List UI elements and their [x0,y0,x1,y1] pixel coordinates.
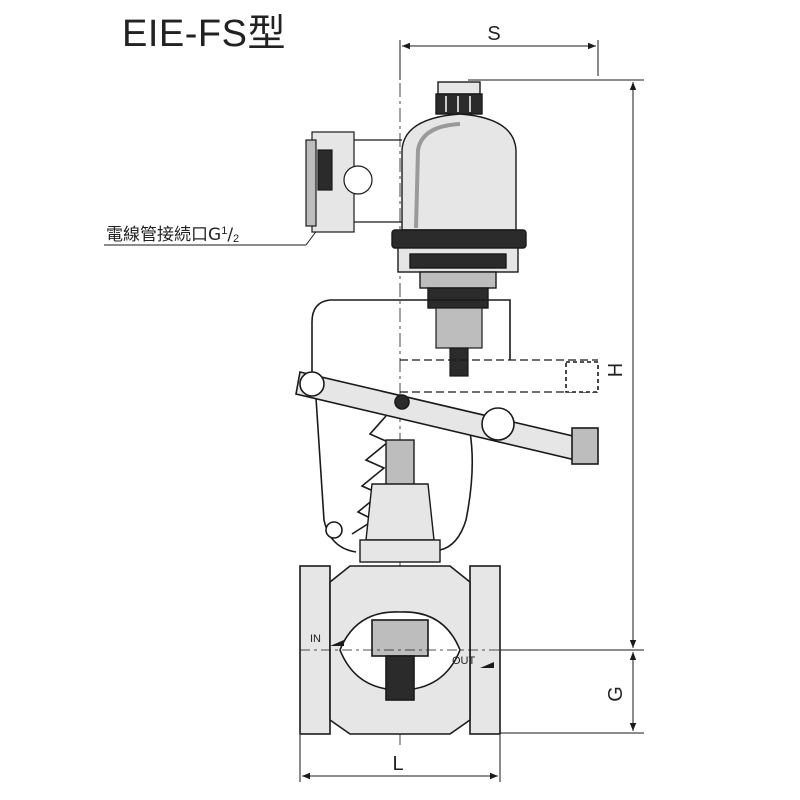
dimension-l-label: L [392,753,403,775]
dimension-g-label: G [605,686,627,702]
page-title: EIE-FS型 [122,13,286,55]
inlet-label: IN [310,633,321,645]
spring [325,415,390,539]
bonnet [359,439,441,563]
outlet-label: OUT [452,655,476,667]
dimension-l [299,735,501,782]
dimension-g [500,652,644,734]
conduit-label: 電線管接続口G1/2 [106,225,239,245]
dimension-s [399,40,599,80]
yoke-frame [311,299,511,553]
stem-connector [400,307,598,393]
dimension-s-label: S [487,23,500,45]
actuator [391,81,527,309]
inlet-arrow-icon [330,640,344,646]
dimension-h-label: H [605,363,627,377]
conduit-box [305,131,402,233]
valve-body [299,565,501,735]
lever-arm [295,361,599,465]
outlet-arrow-icon [480,662,494,668]
